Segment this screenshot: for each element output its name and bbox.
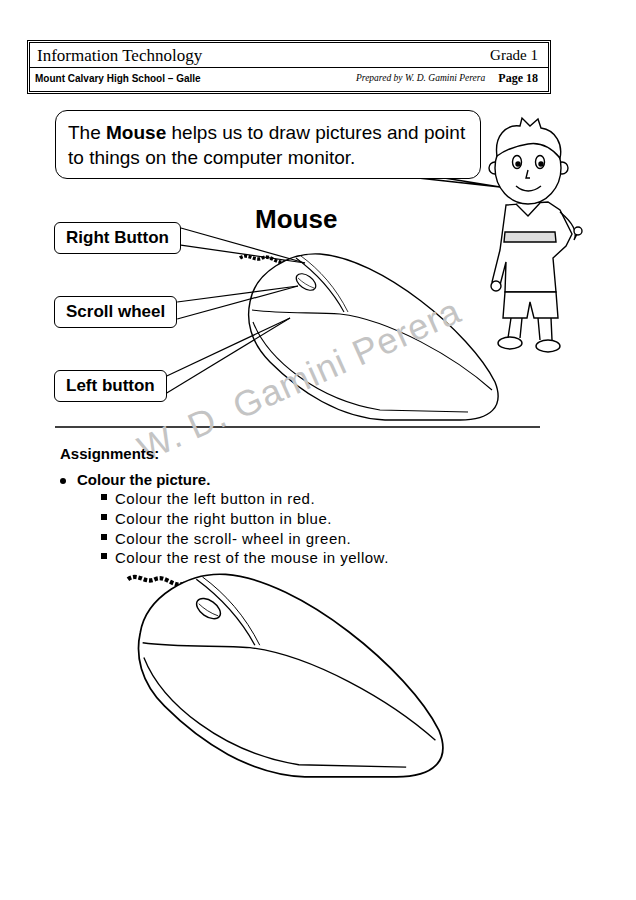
boy-figure bbox=[489, 118, 582, 352]
section-heading: Assignments: bbox=[60, 445, 159, 462]
leader-line bbox=[181, 245, 305, 263]
part-label-box: Right Button bbox=[54, 222, 181, 254]
task-item: Colour the right button in blue. bbox=[115, 510, 332, 527]
square-bullet bbox=[101, 553, 107, 559]
square-bullet bbox=[101, 514, 107, 520]
header-box: Information Technology Grade 1 Mount Calva… bbox=[27, 40, 551, 94]
leader-line bbox=[177, 286, 298, 302]
leader-line bbox=[167, 318, 290, 376]
part-name: Right Button bbox=[66, 228, 169, 247]
task-item: Colour the left button in red. bbox=[115, 490, 315, 507]
task-heading: Colour the picture. bbox=[77, 471, 210, 488]
diagram-title: Mouse bbox=[255, 204, 337, 235]
leader-line bbox=[177, 286, 298, 319]
part-name: Left button bbox=[66, 376, 155, 395]
part-label-box: Left button bbox=[54, 370, 167, 402]
square-bullet bbox=[101, 494, 107, 500]
section-rule bbox=[55, 426, 540, 427]
author-credit: Prepared by W. D. Gamini Perera bbox=[356, 73, 485, 83]
part-label-box: Scroll wheel bbox=[54, 296, 177, 328]
task-item: Colour the rest of the mouse in yellow. bbox=[115, 549, 389, 566]
task-item: Colour the scroll- wheel in green. bbox=[115, 530, 351, 547]
subject-title: Information Technology bbox=[37, 46, 202, 66]
school-name: Mount Calvary High School – Galle bbox=[35, 73, 201, 84]
bubble-text: The Mouse helps us to draw pictures and … bbox=[68, 122, 465, 168]
part-name: Scroll wheel bbox=[66, 302, 165, 321]
colouring-mouse bbox=[128, 574, 443, 777]
round-bullet bbox=[60, 478, 66, 484]
speech-bubble: The Mouse helps us to draw pictures and … bbox=[55, 110, 481, 179]
page-number: Page 18 bbox=[498, 71, 538, 86]
grade-label: Grade 1 bbox=[490, 47, 538, 64]
square-bullet bbox=[101, 534, 107, 540]
header-divider bbox=[30, 67, 548, 68]
